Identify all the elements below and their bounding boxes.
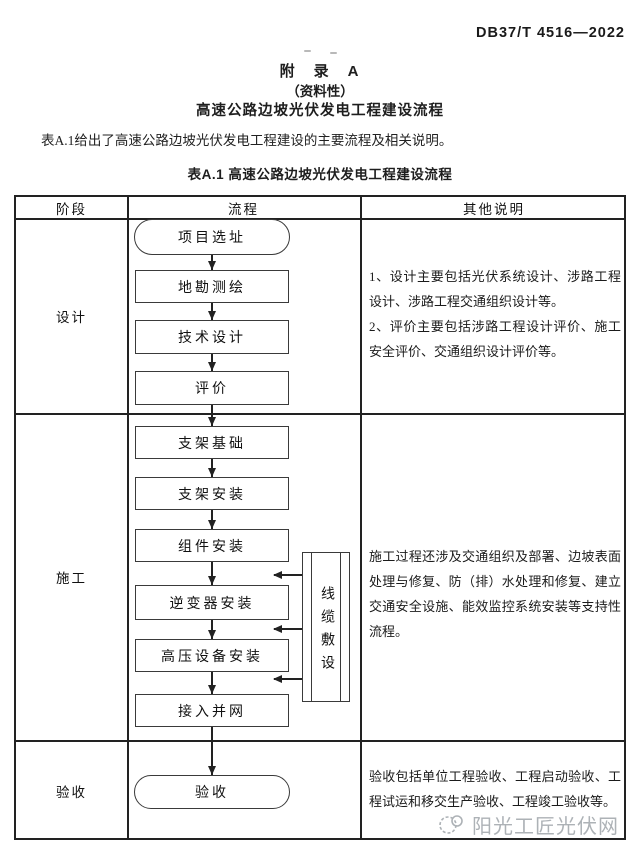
note-paragraph: 验收包括单位工程验收、工程启动验收、工程试运和移交生产验收、工程竣工验收等。 [369,769,621,809]
flow-step-module-installation: 组件安装 [135,529,289,562]
stage-label-design: 设计 [56,310,87,325]
down-arrow-icon [211,303,213,320]
scan-artifact [304,50,311,52]
side-process-label: 线缆敷设 [319,585,334,678]
flow-step-acceptance: 验收 [134,775,290,809]
down-arrow-icon [211,405,213,426]
header-notes: 其他说明 [463,201,525,217]
flow-step-evaluation: 评价 [135,371,289,405]
row-divider [16,413,624,415]
predefined-process-line [311,553,313,701]
left-arrow-icon [274,574,302,576]
flow-step-technical-design: 技术设计 [135,320,289,354]
down-arrow-icon [211,620,213,639]
watermark-text: 阳光工匠光伏网 [472,815,619,838]
down-arrow-icon [211,727,213,775]
header-stage: 阶段 [56,201,87,217]
flow-side-process-cable-laying: 线缆敷设 [302,552,350,702]
standard-number: DB37/T 4516—2022 [476,25,625,41]
down-arrow-icon [211,562,213,585]
flow-step-inverter-installation: 逆变器安装 [135,585,289,620]
note-paragraph: 施工过程还涉及交通组织及部署、边坡表面处理与修复、防（排）水处理和修复、建立交通… [369,549,621,639]
down-arrow-icon [211,354,213,371]
row-divider [16,740,624,742]
flow-step-site-selection: 项目选址 [134,219,290,255]
scan-artifact [330,52,337,54]
sunshine-craftsman-logo-icon [437,812,467,836]
process-table: 阶段 流程 其他说明 设计 施工 验收 项目选址 地勘测绘 技术设计 评价 支架… [14,195,626,840]
row-divider [16,218,624,220]
flow-step-grid-connection: 接入并网 [135,694,289,727]
column-divider [127,197,129,838]
down-arrow-icon [211,459,213,477]
table-caption: 表A.1 高速公路边坡光伏发电工程建设流程 [187,167,453,182]
flow-step-bracket-foundation: 支架基础 [135,426,289,459]
intro-paragraph: 表A.1给出了高速公路边坡光伏发电工程建设的主要流程及相关说明。 [41,133,453,148]
stage-label-construction: 施工 [56,570,87,586]
notes-acceptance: 验收包括单位工程验收、工程启动验收、工程试运和移交生产验收、工程竣工验收等。 [369,764,621,814]
header-process: 流程 [228,201,259,217]
stage-label-acceptance: 验收 [56,785,87,800]
note-paragraph: 2、评价主要包括涉路工程设计评价、施工安全评价、交通组织设计评价等。 [369,319,621,359]
appendix-title: 高速公路边坡光伏发电工程建设流程 [196,103,444,119]
note-paragraph: 1、设计主要包括光伏系统设计、涉路工程设计、涉路工程交通组织设计等。 [369,269,621,309]
notes-design: 1、设计主要包括光伏系统设计、涉路工程设计、涉路工程交通组织设计等。 2、评价主… [369,264,621,364]
down-arrow-icon [211,255,213,270]
down-arrow-icon [211,672,213,694]
notes-construction: 施工过程还涉及交通组织及部署、边坡表面处理与修复、防（排）水处理和修复、建立交通… [369,544,621,644]
appendix-informative-note: （资料性） [286,84,354,99]
left-arrow-icon [274,678,302,680]
appendix-label: 附 录 A [279,63,361,80]
down-arrow-icon [211,510,213,529]
flow-step-bracket-installation: 支架安装 [135,477,289,510]
flow-step-hv-equipment-installation: 高压设备安装 [135,639,289,672]
predefined-process-line [339,553,341,701]
flow-step-geological-survey: 地勘测绘 [135,270,289,303]
watermark: 阳光工匠光伏网 [437,811,619,838]
column-divider [360,197,362,838]
left-arrow-icon [274,628,302,630]
